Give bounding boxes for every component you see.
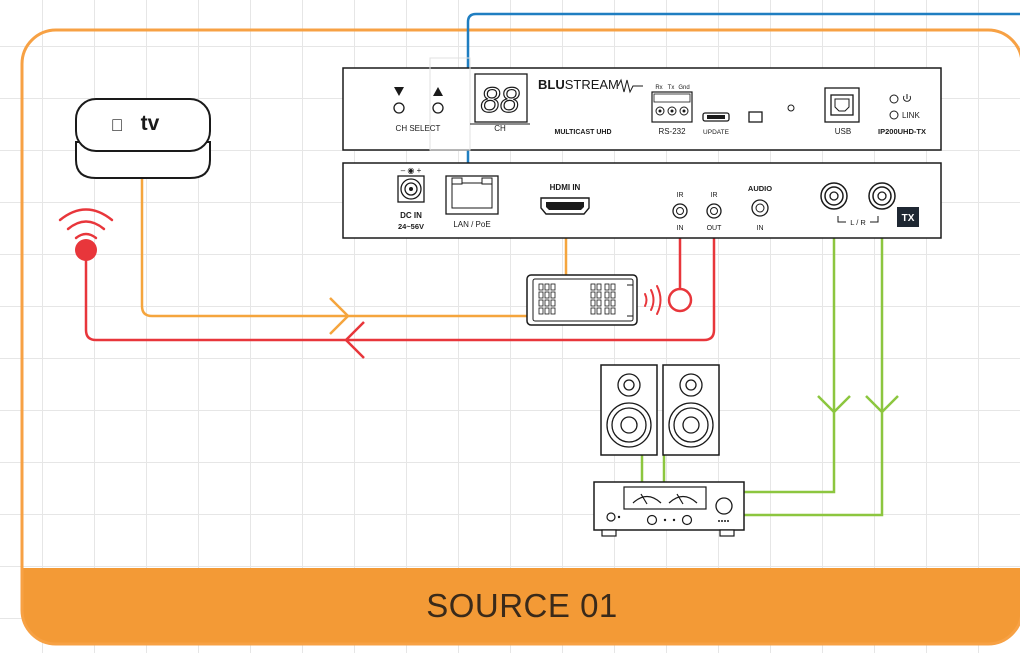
channel-up-button[interactable] <box>432 102 444 114</box>
rs232-port[interactable] <box>651 91 693 123</box>
power-icon <box>903 94 911 102</box>
audio-left-arrow <box>817 395 851 414</box>
audio-right-arrow <box>865 395 899 414</box>
apple-tv-label: tv <box>141 112 160 135</box>
audio-in-label-top: AUDIO <box>748 184 772 193</box>
remote-signal-icon <box>644 285 662 315</box>
rca-right-port[interactable] <box>868 182 896 210</box>
ir-emitter-dot <box>75 239 97 261</box>
wireless-ir-icon <box>58 208 114 240</box>
ir-out-label-bottom: OUT <box>707 225 723 232</box>
lan-port[interactable] <box>445 175 499 215</box>
ir-out-cable <box>84 212 716 342</box>
source-frame <box>20 28 1020 646</box>
dc-voltage-label: 24~56V <box>398 222 424 231</box>
brand-wave-icon <box>617 78 643 94</box>
audio-in-label-bottom: IN <box>757 225 764 232</box>
apple-tv-device:  tv <box>75 98 211 179</box>
ir-receiver-eye <box>667 287 693 313</box>
lr-label: L / R <box>850 218 866 227</box>
channel-up-icon <box>433 87 443 96</box>
hdmi-in-port[interactable] <box>540 197 590 215</box>
dc-in-label: DC IN <box>400 211 422 220</box>
ch-label: CH <box>494 124 506 133</box>
lan-label: LAN / PoE <box>453 220 490 229</box>
speaker-right <box>662 364 720 456</box>
audio-amplifier <box>593 481 745 537</box>
link-label: LINK <box>902 111 920 120</box>
dc-polarity-label: – ◉ + <box>401 166 422 175</box>
rca-left-port[interactable] <box>820 182 848 210</box>
ir-out-port[interactable] <box>706 203 722 219</box>
footer-band <box>22 568 1020 644</box>
hdmi-in-label: HDMI IN <box>550 183 581 192</box>
ir-direction-arrow <box>344 321 365 359</box>
apple-logo-icon:  <box>111 116 124 135</box>
ir-remote-control <box>526 274 638 326</box>
status-indicator <box>787 104 795 112</box>
update-label: UPDATE <box>703 129 730 136</box>
channel-display-digits: 88 <box>481 81 520 120</box>
ir-in-label-top: IR <box>677 192 684 199</box>
link-led <box>889 110 899 120</box>
dc-in-port[interactable] <box>397 175 425 203</box>
rs232-pin-tx: Tx <box>668 85 675 91</box>
lr-bracket <box>837 216 879 223</box>
tx-front-panel: CH SELECT 88 CH BLUSTREAM MULTICAST UHD … <box>342 57 942 151</box>
rs232-pin-gnd: Gnd <box>678 85 689 91</box>
tx-badge <box>897 207 919 227</box>
hdmi-direction-arrow <box>329 297 350 335</box>
ch-select-label: CH SELECT <box>396 124 441 133</box>
lan-cable <box>466 12 1020 183</box>
usb-label: USB <box>835 127 851 136</box>
multicast-label: MULTICAST UHD <box>554 129 611 136</box>
source-label: SOURCE 01 <box>426 587 618 624</box>
ir-out-label-top: IR <box>711 192 718 199</box>
power-led <box>889 94 899 104</box>
audio-in-port[interactable] <box>751 199 769 217</box>
ir-in-label-bottom: IN <box>677 225 684 232</box>
tx-rear-panel: – ◉ + DC IN 24~56V LAN / PoE HDMI IN IR <box>342 162 942 239</box>
usb-port[interactable] <box>824 87 860 123</box>
channel-down-button[interactable] <box>393 102 405 114</box>
channel-display <box>474 73 528 123</box>
speaker-left <box>600 364 658 456</box>
audio-left-cable <box>744 214 836 494</box>
audio-right-cable <box>744 214 884 517</box>
reset-button[interactable] <box>748 111 763 123</box>
rs232-label: RS-232 <box>658 127 686 136</box>
ir-in-port[interactable] <box>672 203 688 219</box>
brand-logo: BLUSTREAM <box>538 77 619 92</box>
channel-down-icon <box>394 87 404 96</box>
rs232-pin-rx: Rx <box>655 85 662 91</box>
tx-badge-label: TX <box>902 213 915 224</box>
model-label: IP200UHD-TX <box>878 127 926 136</box>
